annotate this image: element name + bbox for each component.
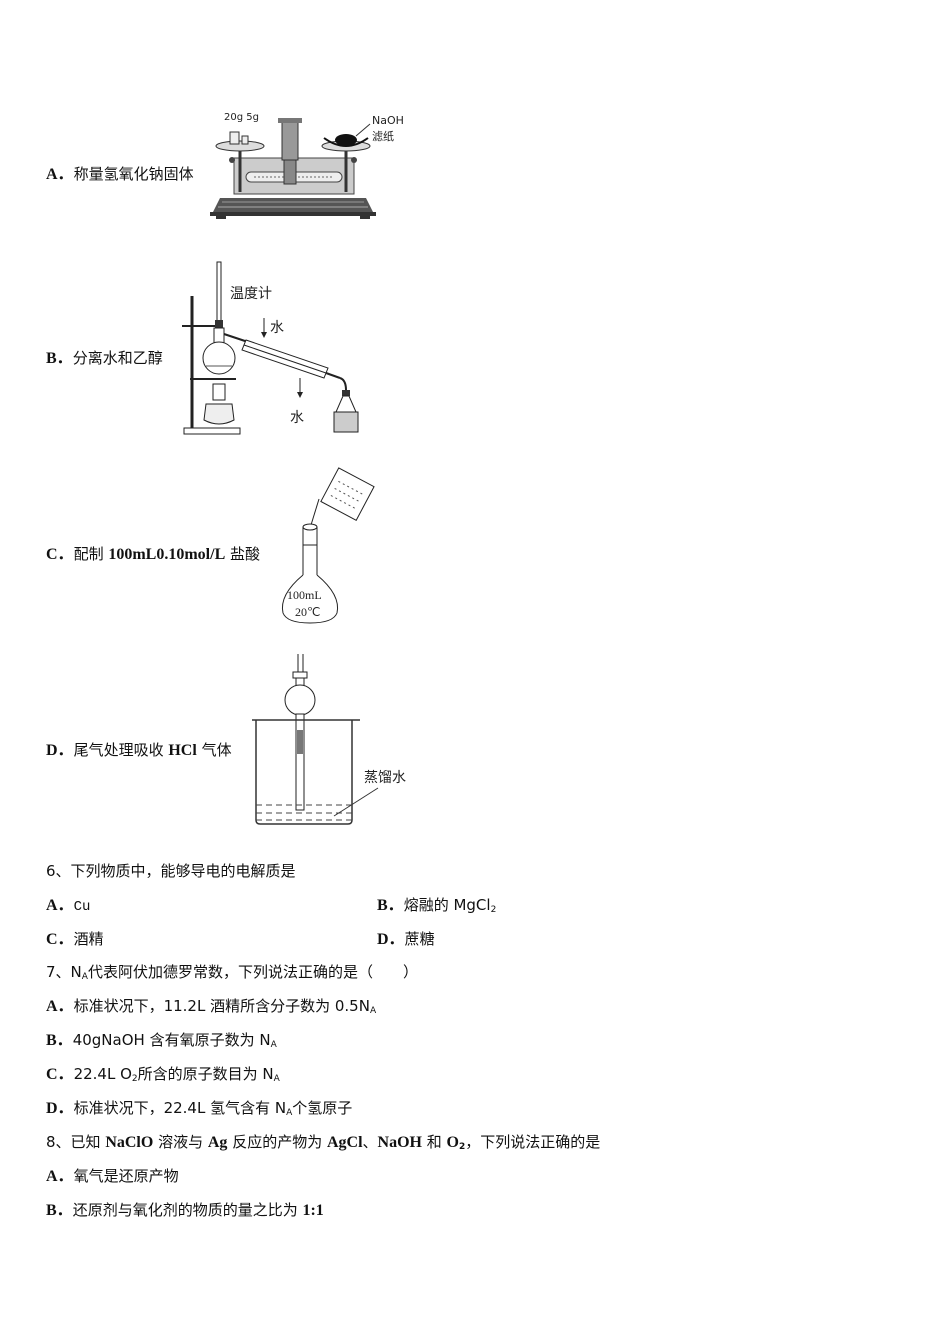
option-label: A．: [46, 897, 74, 914]
option-text: 分离水和乙醇: [72, 349, 163, 367]
gas-absorption-figure: 蒸馏水: [252, 654, 406, 825]
q5-option-b: B．分离水和乙醇: [46, 348, 163, 369]
q7-option-a: A．标准状况下，11.2L 酒精所含分子数为 0.5NA: [46, 996, 376, 1021]
q6-option-d: D．蔗糖: [377, 929, 435, 950]
formula-o2: O: [446, 1134, 459, 1151]
option-text: 熔融的 MgCl: [403, 896, 491, 914]
weights-label: 20g 5g: [224, 112, 259, 123]
subscript: A: [81, 972, 88, 982]
option-text-prefix: 尾气处理吸收: [73, 741, 169, 759]
option-text-after: 个氢原子: [292, 1099, 353, 1117]
option-text: 40gNaOH 含有氧原子数为 N: [72, 1031, 271, 1049]
option-text: 氧气是还原产物: [73, 1167, 179, 1185]
q7-option-d: D．标准状况下，22.4L 氢气含有 NA个氢原子: [46, 1098, 352, 1123]
option-label: B．: [46, 350, 73, 367]
option-label: A．: [46, 166, 74, 183]
q6-option-a: A．Cu: [46, 895, 90, 917]
distillation-figure: 温度计 水 水: [182, 261, 359, 435]
option-label: B．: [46, 1032, 73, 1049]
option-text: 标准状况下，22.4L 氢气含有 N: [73, 1099, 287, 1117]
option-text: 酒精: [73, 930, 104, 948]
option-label: D．: [377, 931, 405, 948]
subscript: 2: [459, 1142, 466, 1152]
filter-paper-label: 滤纸: [372, 130, 394, 143]
water-out-label: 水: [290, 410, 304, 426]
stem-text: 和: [422, 1133, 447, 1151]
option-label: C．: [46, 546, 74, 563]
thermometer-label: 温度计: [230, 286, 272, 302]
option-label: A．: [46, 998, 74, 1015]
option-text-suffix: 气体: [196, 741, 232, 759]
q5-option-d: D．尾气处理吸收 HCl 气体: [46, 740, 232, 761]
naoh-label: NaOH: [372, 114, 404, 127]
water-in-label: 水: [270, 320, 284, 336]
option-text-prefix: 配制: [73, 545, 109, 563]
option-label: B．: [377, 897, 404, 914]
option-label: C．: [46, 931, 74, 948]
q6-stem: 6、下列物质中，能够导电的电解质是: [46, 862, 296, 880]
option-text: 22.4L O: [73, 1065, 132, 1083]
stem-text: 代表阿伏加德罗常数，下列说法正确的是（ ）: [87, 963, 418, 981]
q5-option-a: A．称量氢氧化钠固体: [46, 164, 194, 185]
formula-agcl: AgCl: [326, 1134, 363, 1151]
q5-option-c: C．配制 100mL0.10mol/L 盐酸: [46, 544, 260, 565]
stem-text: 、: [362, 1133, 378, 1151]
na-symbol: N: [70, 963, 82, 981]
q6-option-c: C．酒精: [46, 929, 104, 950]
option-label: A．: [46, 1168, 74, 1185]
ratio-value: 1:1: [302, 1202, 324, 1219]
option-text: 蔗糖: [404, 930, 435, 948]
option-text: 标准状况下，11.2L 酒精所含分子数为 0.5N: [73, 997, 370, 1015]
option-label: D．: [46, 1100, 74, 1117]
formula-naoh: NaOH: [377, 1134, 422, 1151]
stem-text: 溶液与: [153, 1133, 208, 1151]
flask-temp-label: 20℃: [295, 605, 320, 619]
volumetric-flask-figure: 100mL 20℃: [281, 467, 375, 624]
subscript: A: [286, 1108, 293, 1118]
option-label: C．: [46, 1066, 74, 1083]
option-text-suffix: 盐酸: [225, 545, 261, 563]
q7-stem: 7、NA代表阿伏加德罗常数，下列说法正确的是（ ）: [46, 962, 418, 987]
option-label: D．: [46, 742, 74, 759]
option-text-value: 100mL0.10mol/L: [108, 546, 226, 563]
formula-naclo: NaClO: [105, 1134, 154, 1151]
option-text: Cu: [73, 899, 91, 915]
question-number: 7、: [46, 963, 71, 981]
subscript: A: [270, 1040, 277, 1050]
q8-option-a: A．氧气是还原产物: [46, 1166, 179, 1187]
flask-volume-label: 100mL: [287, 588, 322, 602]
subscript: A: [369, 1006, 377, 1016]
option-text-after: 所含的原子数目为 N: [137, 1065, 274, 1083]
q7-option-b: B．40gNaOH 含有氧原子数为 NA: [46, 1030, 277, 1055]
balance-figure: 20g 5g NaOH 滤纸: [210, 112, 404, 219]
stem-text: 8、已知: [46, 1133, 106, 1151]
stem-text: ，下列说法正确的是: [465, 1133, 601, 1151]
subscript: 2: [490, 905, 497, 915]
q8-stem: 8、已知 NaClO 溶液与 Ag 反应的产物为 AgCl、NaOH 和 O2，…: [46, 1132, 600, 1157]
subscript: 2: [131, 1074, 138, 1084]
subscript: A: [273, 1074, 280, 1084]
formula-ag: Ag: [207, 1134, 228, 1151]
q6-option-b: B．熔融的 MgCl2: [377, 895, 496, 920]
stem-text: 反应的产物为: [227, 1133, 327, 1151]
q7-option-c: C．22.4L O2所含的原子数目为 NA: [46, 1064, 280, 1089]
option-text: 称量氢氧化钠固体: [73, 165, 194, 183]
distilled-water-label: 蒸馏水: [364, 770, 406, 786]
option-label: B．: [46, 1202, 73, 1219]
q8-option-b: B．还原剂与氧化剂的物质的量之比为 1:1: [46, 1200, 324, 1221]
option-text: 还原剂与氧化剂的物质的量之比为: [72, 1201, 303, 1219]
option-text-value: HCl: [168, 742, 197, 759]
